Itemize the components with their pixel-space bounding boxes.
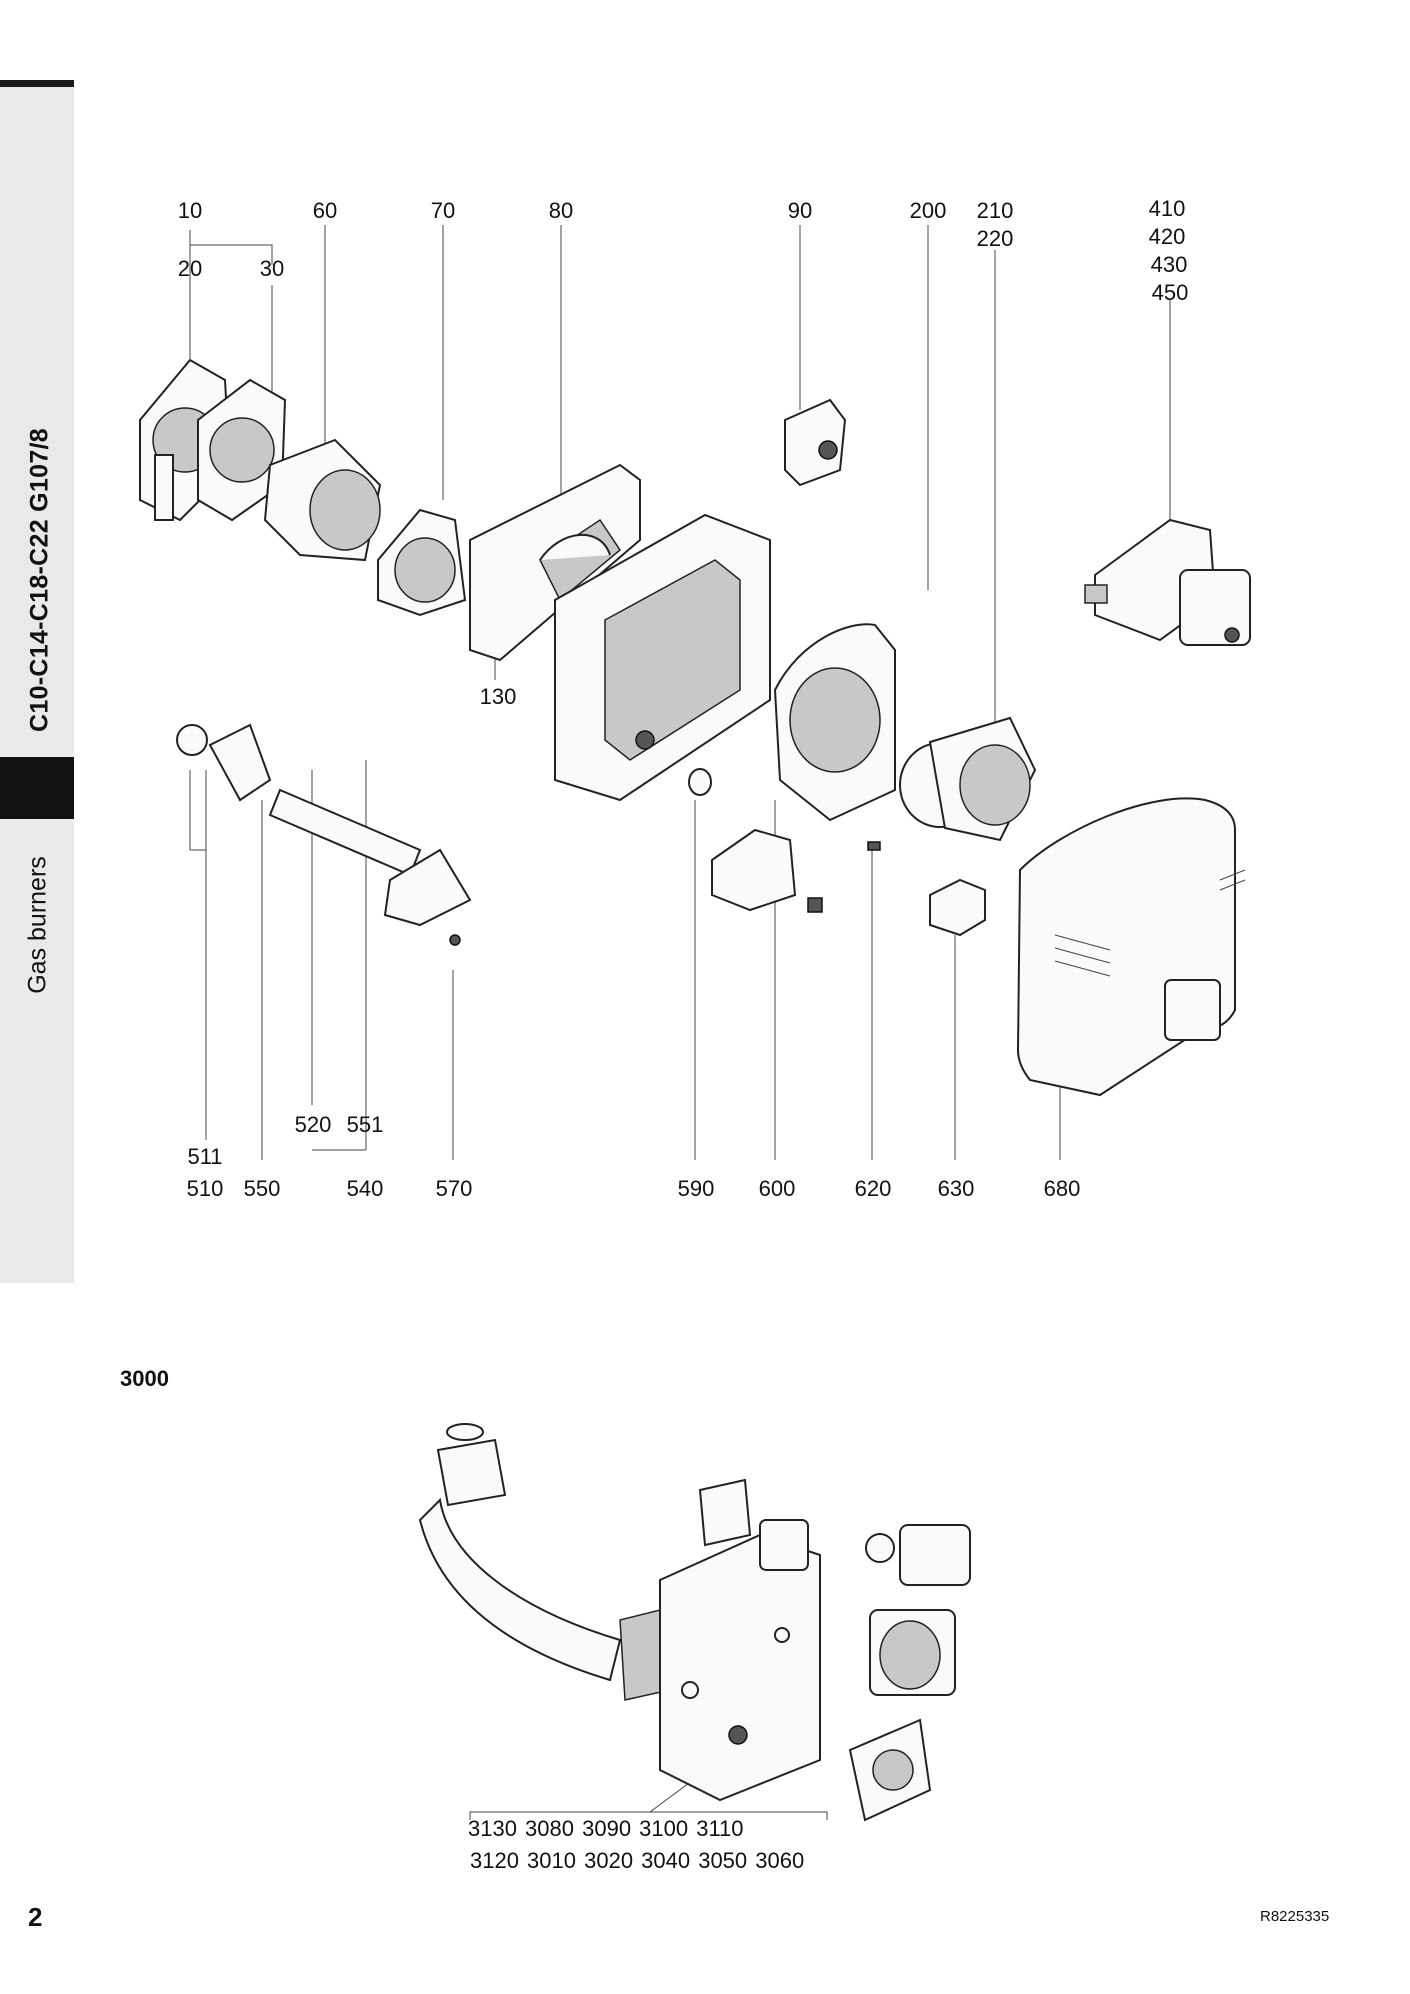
callout-430: 430 <box>1150 252 1188 277</box>
sidebar-top-rule <box>0 80 74 87</box>
callout-450: 450 <box>1151 280 1189 305</box>
callout-200: 200 <box>909 198 947 223</box>
assembly-label: 3000 <box>120 1366 169 1391</box>
gas-valve-body <box>659 1478 821 1802</box>
callout-220: 220 <box>976 226 1014 251</box>
callout-30: 30 <box>259 256 285 281</box>
gas-inlet-pipe <box>418 1423 671 1701</box>
fan-motor <box>899 716 1037 842</box>
callout-210: 210 <box>976 198 1014 223</box>
air-damper-frame <box>469 463 641 662</box>
callout-90: 90 <box>787 198 813 223</box>
callout-550: 550 <box>243 1176 281 1201</box>
callout-600: 600 <box>758 1176 796 1201</box>
control-box <box>1084 518 1251 646</box>
callout-60: 60 <box>312 198 338 223</box>
plug-cover <box>929 878 986 937</box>
assembly-parts-row-1: 3130 3080 3090 3100 3110 <box>468 1816 744 1841</box>
small-bracket <box>784 398 847 487</box>
callout-540: 540 <box>346 1176 384 1201</box>
burner-hood <box>1016 797 1246 1097</box>
callout-680: 680 <box>1043 1176 1081 1201</box>
sidebar-strip <box>0 83 74 1283</box>
sidebar-section-marker <box>0 757 74 819</box>
gasket-plate <box>197 378 287 522</box>
back-plate <box>773 623 896 822</box>
callout-510: 510 <box>186 1176 224 1201</box>
callout-10: 10 <box>177 198 203 223</box>
assembly-parts-row-2: 3120 3010 3020 3040 3050 3060 <box>470 1848 805 1873</box>
callout-130: 130 <box>479 684 517 709</box>
screw <box>867 841 881 851</box>
callout-630: 630 <box>937 1176 975 1201</box>
page-number: 2 <box>28 1902 43 1932</box>
callout-620: 620 <box>854 1176 892 1201</box>
callout-420: 420 <box>1148 224 1186 249</box>
ignition-transformer <box>711 828 823 913</box>
blast-tube <box>263 438 382 562</box>
leader-lines-top <box>189 225 1171 750</box>
callout-590: 590 <box>677 1176 715 1201</box>
air-inlet <box>377 508 467 617</box>
callout-570: 570 <box>435 1176 473 1201</box>
callout-520: 520 <box>294 1112 332 1137</box>
burner-housing <box>554 513 771 802</box>
document-reference: R8225335 <box>1260 1908 1330 1925</box>
callout-20: 20 <box>177 256 203 281</box>
outlet-flange <box>848 1718 932 1822</box>
combustion-head <box>176 723 472 946</box>
callout-551: 551 <box>346 1112 384 1137</box>
regulator-module <box>869 1609 956 1696</box>
solenoid-coil <box>865 1524 971 1586</box>
callout-410: 410 <box>1148 196 1186 221</box>
o-ring <box>688 768 712 796</box>
callout-511: 511 <box>187 1144 223 1169</box>
callout-70: 70 <box>430 198 456 223</box>
callout-80: 80 <box>548 198 574 223</box>
